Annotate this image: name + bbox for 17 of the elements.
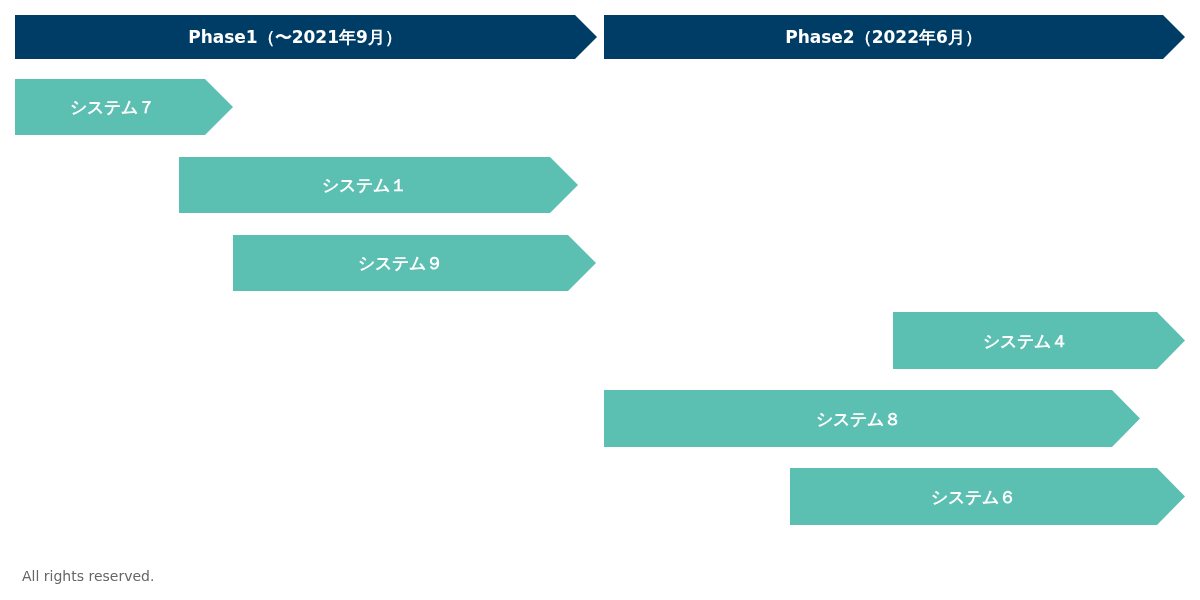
chevron-bar xyxy=(233,235,596,291)
bar-label: システム４ xyxy=(981,329,1069,352)
bar-label: システム６ xyxy=(930,485,1017,508)
chevron-bar xyxy=(893,312,1185,369)
bar-label: Phase1（〜2021年9月） xyxy=(187,25,403,49)
chevron-bar xyxy=(604,390,1140,447)
bar-label: システム７ xyxy=(70,95,156,119)
chevron-bar xyxy=(790,468,1185,525)
chevron-bar xyxy=(604,15,1185,59)
bar-label: システム９ xyxy=(357,251,444,275)
chevron-bar xyxy=(179,157,578,213)
bar-label: システム１ xyxy=(321,173,408,197)
chevron-bar xyxy=(15,79,233,135)
bar-label: Phase2（2022年6月） xyxy=(784,25,983,49)
copyright-note: All rights reserved. xyxy=(22,568,155,584)
bar-label: システム８ xyxy=(814,407,902,430)
chevron-bar xyxy=(15,15,597,59)
